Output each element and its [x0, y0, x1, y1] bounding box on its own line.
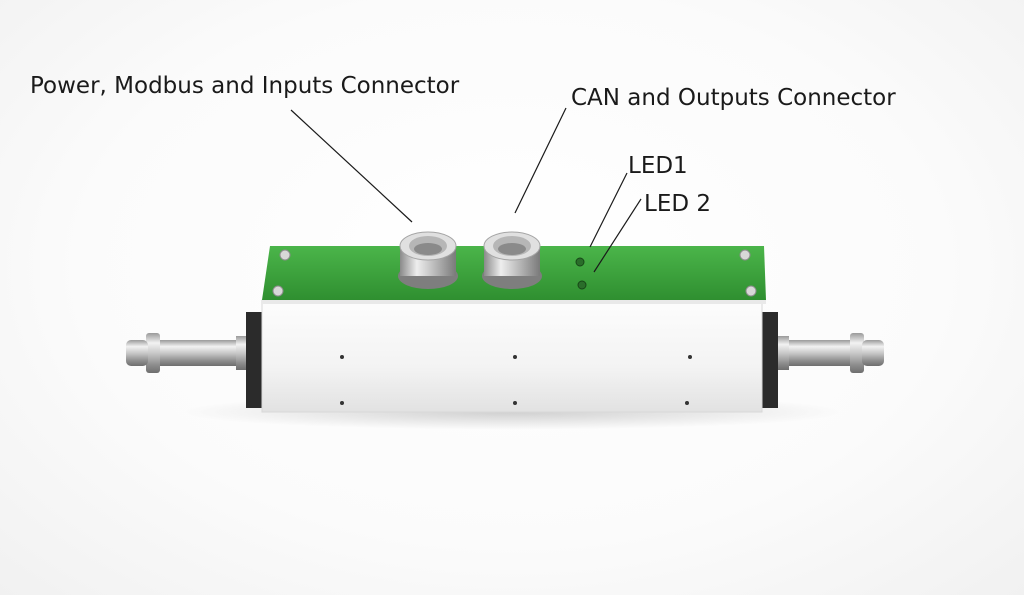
- body-holes: [340, 355, 692, 405]
- right-shaft: [772, 333, 884, 373]
- label-led2: LED 2: [644, 191, 712, 217]
- housing-body: [261, 299, 763, 413]
- can-outputs-connector: [482, 231, 542, 289]
- leader-line-led2: [593, 198, 642, 273]
- led2-indicator: [577, 280, 587, 290]
- left-end-cap: [246, 312, 264, 408]
- screw-icon: [272, 249, 757, 297]
- leader-line-power: [290, 109, 413, 223]
- label-can-outputs-connector: CAN and Outputs Connector: [571, 85, 896, 111]
- left-shaft: [126, 333, 252, 373]
- led1-indicator: [575, 257, 585, 267]
- leader-line-can: [514, 107, 567, 214]
- right-end-cap: [760, 312, 778, 408]
- leader-lines: [290, 107, 642, 273]
- power-modbus-connector: [398, 231, 458, 289]
- label-power-modbus-inputs-connector: Power, Modbus and Inputs Connector: [30, 73, 460, 99]
- label-led1: LED1: [628, 153, 688, 179]
- leader-line-led1: [589, 172, 628, 248]
